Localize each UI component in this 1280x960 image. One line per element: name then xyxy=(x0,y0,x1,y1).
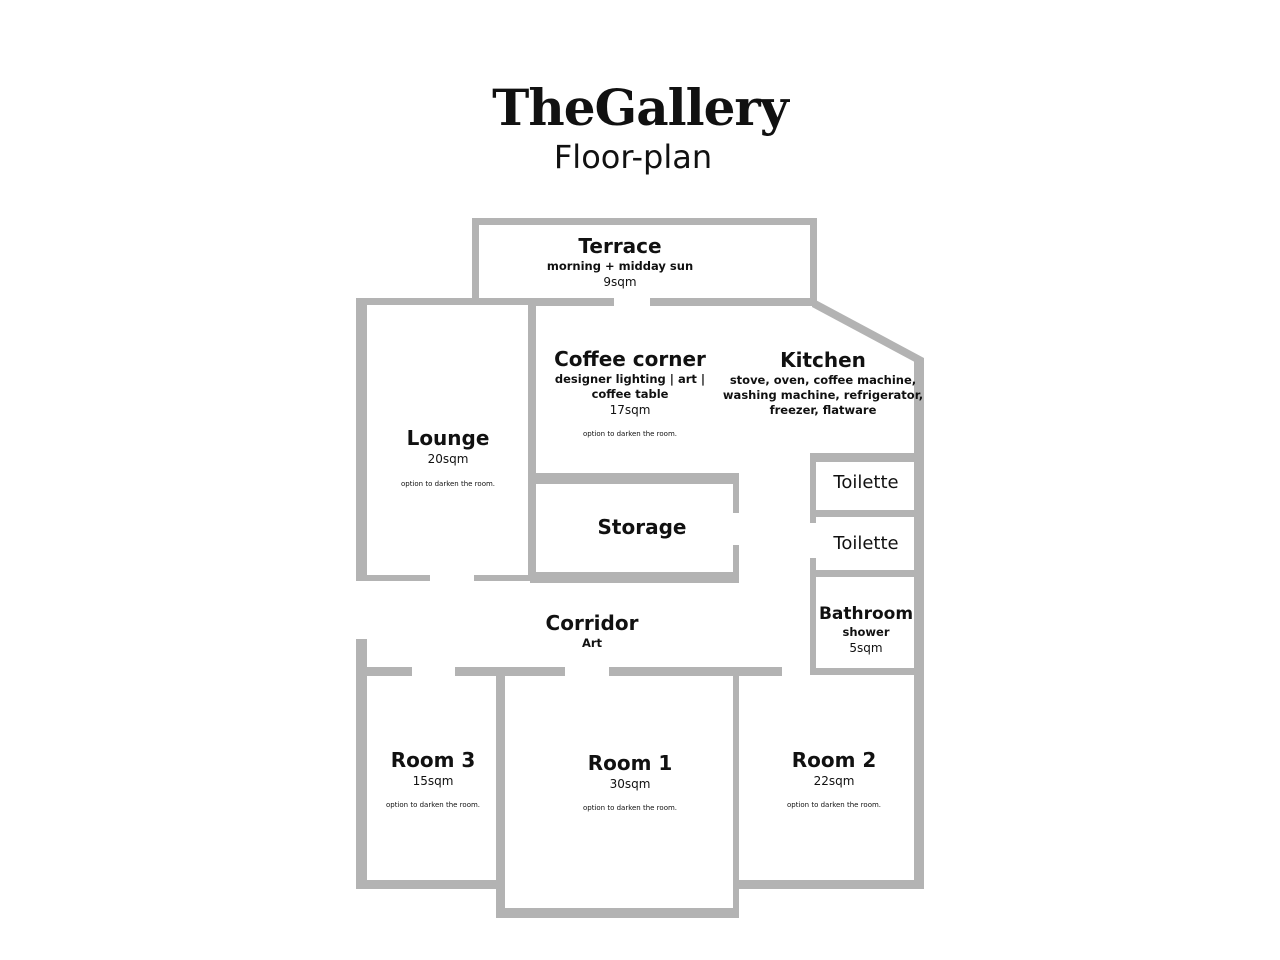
room-name: Room 2 xyxy=(791,748,877,772)
wall-terrace-top xyxy=(472,218,817,225)
wall-storage-right-bottom xyxy=(733,545,739,583)
wall-room3-left xyxy=(356,639,367,889)
room-2: Room 2 22sqm option to darken the room. xyxy=(787,748,881,810)
wall-bathroom-bottom xyxy=(810,668,920,675)
room-size: 17sqm xyxy=(609,403,651,417)
wall-lounge-bottom-left xyxy=(356,575,430,581)
wall-corridor-bottom-2 xyxy=(455,667,565,676)
room-3: Room 3 15sqm option to darken the room. xyxy=(386,748,480,810)
wall-storage-bottom xyxy=(530,572,739,583)
room-note: option to darken the room. xyxy=(786,801,882,809)
wall-lounge-top xyxy=(356,298,544,305)
room-size: 22sqm xyxy=(813,774,855,788)
room-bathroom: Bathroom shower 5sqm xyxy=(819,604,913,656)
wall-room2-bottom xyxy=(733,880,924,889)
wall-lounge-right xyxy=(528,303,536,580)
room-size: 5sqm xyxy=(849,641,883,656)
room-lounge: Lounge 20sqm option to darken the room. xyxy=(401,426,495,489)
wall-lounge-left xyxy=(356,298,367,580)
wall-corridor-bottom-1 xyxy=(356,667,412,676)
wall-room3-bottom xyxy=(356,880,504,889)
room-size: 15sqm xyxy=(412,774,454,788)
wall-toilette2-left xyxy=(810,558,816,673)
room-description: Art xyxy=(581,636,603,650)
wall-toilette1-top xyxy=(810,453,920,462)
room-note: option to darken the room. xyxy=(582,804,678,812)
room-size: 20sqm xyxy=(427,452,469,466)
room-name: Kitchen xyxy=(780,348,866,372)
room-name: Room 1 xyxy=(587,751,673,775)
wall-storage-top xyxy=(530,473,739,484)
room-name: Lounge xyxy=(406,426,490,450)
room-description: morning + midday sun xyxy=(546,259,694,273)
room-name: Room 3 xyxy=(390,748,476,772)
room-description: stove, oven, coffee machine, xyxy=(729,373,917,387)
room-description: designer lighting | art | xyxy=(554,372,706,386)
room-description: freezer, flatware xyxy=(769,403,877,417)
page-subtitle: Floor-plan xyxy=(553,138,713,176)
room-name: Terrace xyxy=(578,234,662,258)
room-name: Coffee corner xyxy=(554,347,706,371)
room-description: shower xyxy=(842,625,890,640)
room-size: 9sqm xyxy=(603,275,637,289)
room-storage: Storage xyxy=(598,515,687,540)
wall-kitchen-diagonal xyxy=(812,298,924,367)
room-corridor: Corridor Art xyxy=(546,611,639,651)
room-1: Room 1 30sqm option to darken the room. xyxy=(583,751,677,813)
room-toilette-2: Toilette xyxy=(833,533,898,556)
room-note: option to darken the room. xyxy=(582,430,678,438)
page-title: TheGallery xyxy=(492,78,789,137)
wall-lounge-bottom-right xyxy=(474,575,532,581)
room-description: washing machine, refrigerator, xyxy=(722,388,924,402)
room-name: Toilette xyxy=(833,472,899,493)
wall-right-outer xyxy=(914,358,924,889)
wall-room1-room2 xyxy=(733,672,739,918)
room-name: Storage xyxy=(597,515,687,539)
room-name: Corridor xyxy=(545,611,639,635)
wall-toilette-divider xyxy=(810,510,920,517)
room-name: Toilette xyxy=(833,533,899,554)
wall-storage-right-top xyxy=(733,473,739,513)
room-name: Bathroom xyxy=(818,604,914,624)
wall-room3-room1 xyxy=(496,672,505,918)
room-size: 30sqm xyxy=(609,777,651,791)
room-coffee-corner: Coffee corner designer lighting | art | … xyxy=(554,347,706,439)
wall-room1-bottom xyxy=(496,908,739,918)
room-kitchen: Kitchen stove, oven, coffee machine, was… xyxy=(723,348,923,418)
room-note: option to darken the room. xyxy=(400,480,496,488)
wall-terrace-right xyxy=(810,218,817,303)
room-description: coffee table xyxy=(591,387,669,401)
room-terrace: Terrace morning + midday sun 9sqm xyxy=(547,234,693,290)
wall-bathroom-top xyxy=(810,570,920,577)
room-toilette-1: Toilette xyxy=(833,472,898,495)
wall-coffee-top-right xyxy=(650,298,815,306)
wall-terrace-left xyxy=(472,218,479,303)
wall-corridor-bottom-3 xyxy=(609,667,782,676)
room-note: option to darken the room. xyxy=(385,801,481,809)
wall-toilette1-left xyxy=(810,453,816,523)
wall-coffee-top-left xyxy=(530,298,614,306)
